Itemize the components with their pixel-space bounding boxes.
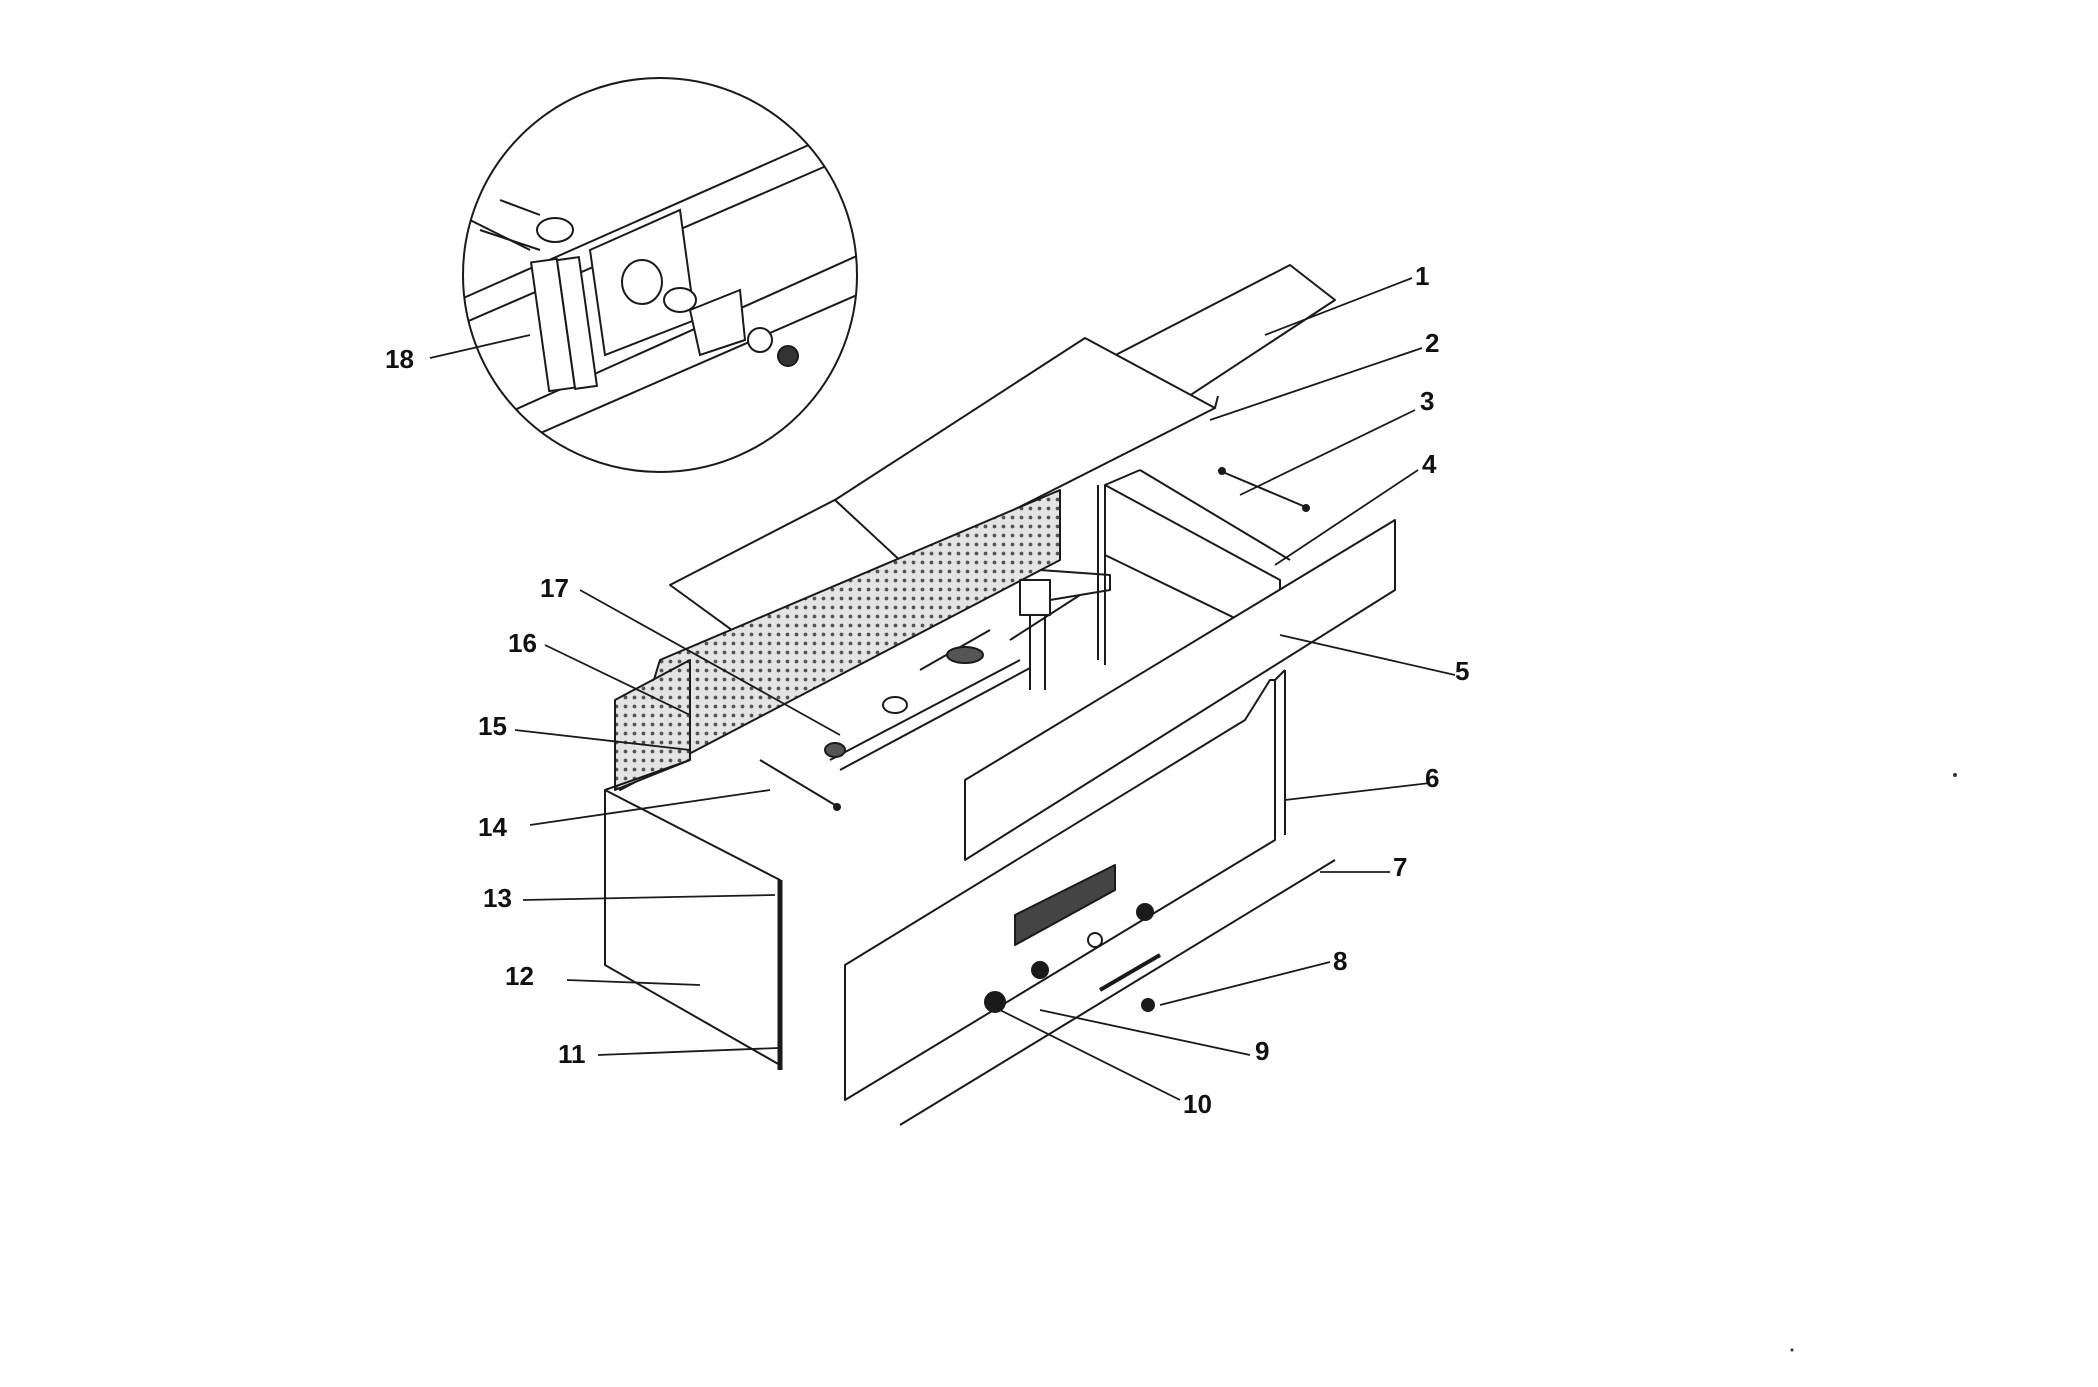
upper-front-panel — [964, 519, 1396, 861]
left-end-panel — [604, 789, 781, 1066]
label-5: 5 — [1455, 656, 1469, 686]
label-7: 7 — [1393, 852, 1407, 882]
label-4: 4 — [1422, 449, 1437, 479]
label-14: 14 — [478, 812, 507, 842]
label-8: 8 — [1333, 946, 1347, 976]
label-13: 13 — [483, 883, 512, 913]
rod — [899, 859, 1336, 1126]
label-3: 3 — [1420, 386, 1434, 416]
label-9: 9 — [1255, 1036, 1269, 1066]
label-1: 1 — [1415, 261, 1429, 291]
label-11: 11 — [558, 1039, 586, 1069]
bolt — [1141, 998, 1155, 1012]
perforated-side-panel — [614, 659, 691, 791]
label-10: 10 — [1183, 1089, 1212, 1119]
control-label-plate — [1014, 864, 1116, 946]
label-2: 2 — [1425, 328, 1439, 358]
lower-front-panel — [844, 679, 1276, 1101]
leader-lines — [429, 277, 1456, 1101]
label-17: 17 — [540, 573, 569, 603]
part-labels: 1 2 3 4 5 6 7 8 9 10 11 12 13 14 15 16 1… — [385, 261, 1469, 1119]
detail-inset — [462, 77, 858, 473]
control-knob — [984, 991, 1006, 1013]
label-12: 12 — [505, 961, 534, 991]
label-18: 18 — [385, 344, 414, 374]
label-16: 16 — [508, 628, 537, 658]
label-15: 15 — [478, 711, 507, 741]
label-6: 6 — [1425, 763, 1439, 793]
